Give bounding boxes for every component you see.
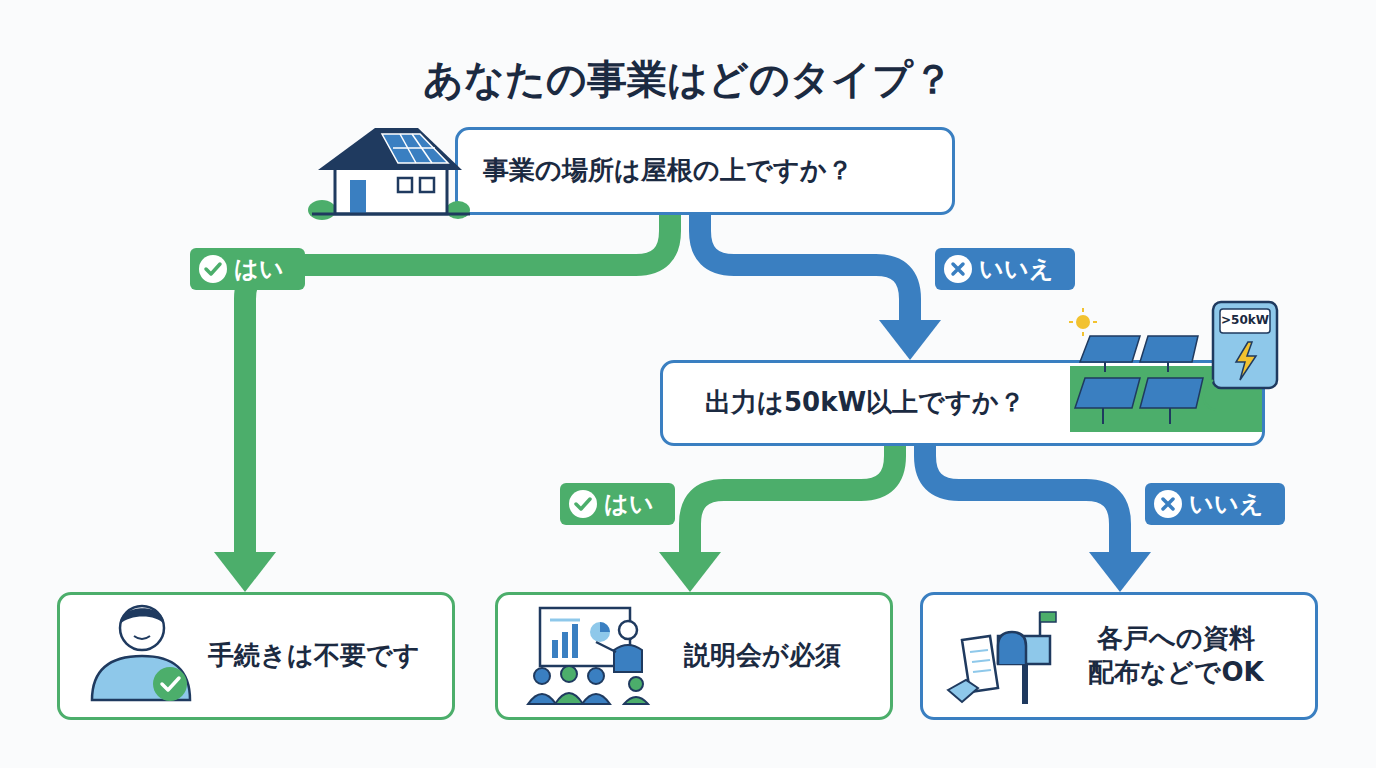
arrow-head: [1089, 552, 1151, 592]
check-icon: [198, 254, 228, 284]
node-text: 手続きは不要です: [208, 639, 448, 673]
flow-arrow: [659, 444, 895, 592]
flow-line: [700, 213, 910, 322]
flow-arrow: [700, 213, 941, 360]
flow-line: [925, 444, 1120, 554]
edge-label-badge: いいえ: [1145, 483, 1285, 525]
flow-arrow: [925, 444, 1151, 592]
cross-icon: [1153, 489, 1183, 519]
process-box: 各戸への資料 配布などでOK: [920, 592, 1318, 720]
node-text: 説明会が必須: [684, 639, 884, 673]
person-illustration: [92, 606, 190, 701]
check-icon: [568, 489, 598, 519]
house-illustration: [308, 128, 470, 220]
diagram-title: あなたの事業はどのタイプ？: [0, 52, 1376, 107]
arrow-head: [214, 552, 276, 592]
flow-arrow: [214, 213, 670, 592]
edge-label: いいえ: [1189, 488, 1274, 520]
process-box: 事業の場所は屋根の上ですか？: [455, 127, 955, 215]
cross-icon: [943, 254, 973, 284]
edge-label-badge: はい: [560, 483, 675, 525]
mailbox-illustration: [948, 612, 1056, 704]
meter-label: >50kW: [1220, 313, 1270, 327]
node-text: 事業の場所は屋根の上ですか？: [483, 154, 943, 188]
node-text: 各戸への資料 配布などでOK: [1071, 622, 1281, 690]
node-text: 出力は50kW以上ですか？: [705, 386, 1065, 420]
node-text-group: 手続きは不要です: [208, 639, 448, 673]
edge-label-badge: いいえ: [935, 248, 1075, 290]
flow-line: [245, 213, 670, 554]
node-text-group: 事業の場所は屋根の上ですか？: [483, 154, 943, 188]
presentation-illustration: [528, 608, 648, 704]
edge-label: いいえ: [979, 253, 1064, 285]
edge-label: はい: [604, 488, 664, 520]
process-box: 説明会が必須: [495, 592, 893, 720]
node-text-group: 各戸への資料 配布などでOK: [1071, 622, 1281, 690]
flow-line: [690, 444, 895, 554]
process-box: 出力は50kW以上ですか？: [660, 360, 1265, 446]
solar-field-illustration: [1069, 302, 1277, 432]
node-text-group: 出力は50kW以上ですか？: [705, 386, 1065, 420]
arrow-head: [659, 552, 721, 592]
arrow-head: [879, 320, 941, 360]
process-box: 手続きは不要です: [57, 592, 455, 720]
node-text-group: 説明会が必須: [684, 639, 884, 673]
